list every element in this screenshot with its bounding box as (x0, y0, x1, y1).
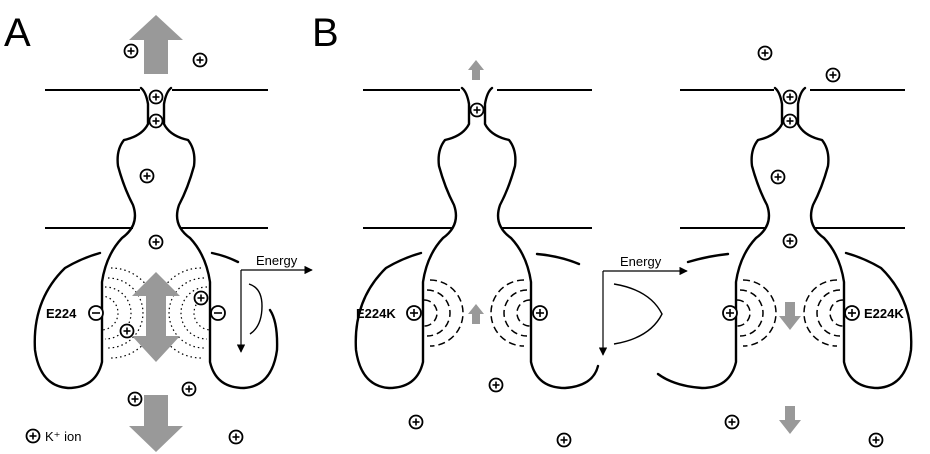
field-ring (804, 280, 837, 346)
k-ion (129, 393, 142, 406)
k-ion (772, 171, 785, 184)
energy-label: Energy (620, 254, 662, 269)
energy-plot-b: Energy (603, 254, 687, 355)
k-ion (784, 115, 797, 128)
k-ion (558, 434, 571, 447)
legend-label: K⁺ ion (45, 429, 82, 444)
channel-wall-left (356, 88, 469, 388)
positive-residue (723, 306, 737, 320)
flux-arrow-up-small (468, 60, 484, 80)
positive-residue (533, 306, 547, 320)
flux-arrow-up-large (129, 15, 183, 74)
field-ring (830, 300, 843, 326)
k-ion (125, 45, 138, 58)
channel-b2: E224K (658, 88, 911, 434)
residue-label: E224K (356, 306, 396, 321)
residue-label: E224K (864, 306, 904, 321)
negative-residue (211, 306, 225, 320)
k-ion (784, 91, 797, 104)
field-ring (424, 300, 437, 326)
k-ion (121, 325, 134, 338)
field-ring (491, 280, 524, 346)
flux-arrow-double (132, 272, 180, 362)
k-ion (150, 115, 163, 128)
legend-ion-icon (27, 430, 40, 443)
k-ion (870, 434, 883, 447)
k-ion (490, 379, 503, 392)
k-ion (150, 236, 163, 249)
positive-residue (407, 306, 421, 320)
k-ion (194, 54, 207, 67)
k-ion (183, 383, 196, 396)
residue-label: E224 (46, 306, 77, 321)
field-ring (427, 290, 450, 336)
channel-wall-right (485, 88, 598, 388)
channel-a: E224 Energy (35, 15, 312, 452)
channel-wall-left (35, 88, 148, 388)
flux-arrow-up-small (468, 304, 484, 324)
k-ion (827, 69, 840, 82)
k-ion (726, 416, 739, 429)
negative-residue (89, 306, 103, 320)
panel-letter-a: A (4, 11, 31, 55)
field-ring (817, 290, 840, 336)
flux-arrow-down-small (779, 406, 801, 434)
k-ion (410, 416, 423, 429)
field-ring (504, 290, 527, 336)
field-ring (743, 280, 776, 346)
field-ring (740, 290, 763, 336)
panel-letter-b: B (312, 11, 339, 55)
channel-b1: E224K Energy (356, 60, 687, 388)
field-ring (737, 300, 750, 326)
k-ion (759, 47, 772, 60)
channel-wall-right (798, 88, 911, 388)
flux-arrow-down-small (779, 302, 801, 330)
k-ion (784, 235, 797, 248)
k-ion (150, 91, 163, 104)
k-ion (195, 292, 208, 305)
k-ion (141, 170, 154, 183)
field-ring (517, 300, 530, 326)
energy-label: Energy (256, 253, 298, 268)
k-ion (471, 104, 484, 117)
k-ion (230, 431, 243, 444)
field-ring (430, 280, 463, 346)
channel-wall-right (164, 88, 277, 388)
legend: K⁺ ion (27, 429, 82, 444)
positive-residue (845, 306, 859, 320)
channel-wall-left (658, 88, 782, 388)
